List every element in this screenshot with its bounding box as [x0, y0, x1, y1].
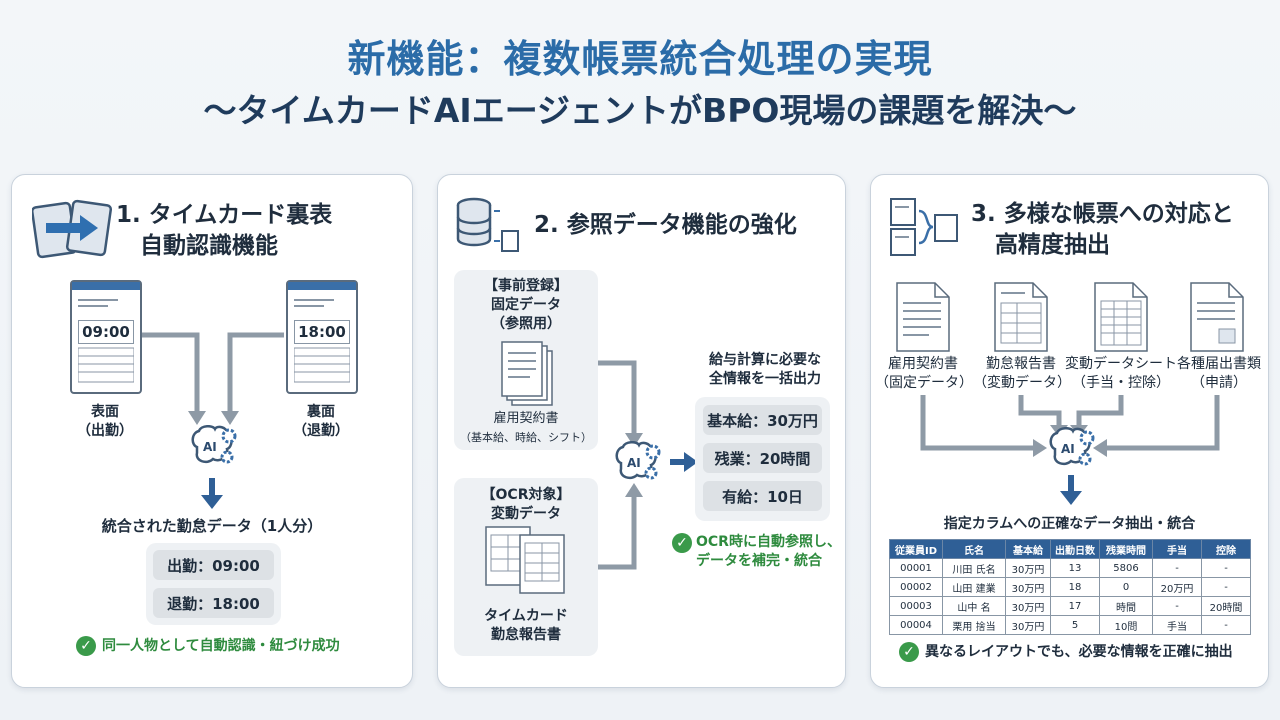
cell: 20万円: [1152, 577, 1202, 597]
document-stack-icon: [501, 341, 553, 406]
page-title: 新機能：複数帳票統合処理の実現: [347, 37, 933, 81]
svg-text:AI: AI: [627, 456, 641, 470]
cell: 00002: [889, 577, 943, 597]
doc-label-attendance: 勤怠報告書（変動データ）: [973, 356, 1071, 391]
panel-reference-data: 2. 参照データ機能の強化 【事前登録】固定データ（参照用） 雇用契約書（基本給…: [437, 174, 846, 688]
cell: 10問: [1099, 615, 1153, 635]
integrated-data-label: 統合された勤怠データ（1人分）: [101, 517, 323, 535]
ai-brain-icon: AI: [615, 441, 661, 480]
card-swap-icon: [32, 199, 113, 259]
table-row: 00002 山田 建業 30万円 18 0 20万円 -: [889, 577, 1251, 597]
col-header: 手当: [1152, 539, 1202, 559]
check-icon: ✓: [76, 636, 96, 656]
cell: 山田 建業: [942, 577, 1006, 597]
output-label: 給与計算に必要な全情報を一括出力: [709, 352, 821, 387]
integrated-data-group: 出勤：09:00 退勤：18:00: [146, 543, 281, 625]
svg-text:AI: AI: [203, 440, 217, 454]
col-header: 出勤日数: [1050, 539, 1100, 559]
table-row: 00004 栗用 捨当 30万円 5 10問 手当 -: [889, 615, 1251, 635]
overtime-value: 残業：20時間: [703, 443, 822, 473]
panel-multi-form: 3. 多様な帳票への対応と 高精度抽出 雇用契約書（固定データ） 勤怠報告書（変…: [870, 174, 1269, 688]
front-time: 09:00: [78, 320, 134, 344]
cell: 30万円: [1005, 615, 1051, 635]
contract-doc-label: 雇用契約書（基本給、時給、シフト）: [460, 411, 592, 444]
cell: 山中 名: [942, 596, 1006, 616]
panel1-success-note: 同一人物として自動認識・紐づけ成功: [102, 638, 340, 654]
panel2-arrows: [598, 360, 698, 570]
cell: 5: [1050, 615, 1100, 635]
back-label: 裏面（退勤）: [293, 404, 349, 439]
col-header: 残業時間: [1099, 539, 1153, 559]
doc-label-variable: 変動データシート（手当・控除）: [1065, 356, 1177, 391]
cell: -: [1152, 558, 1202, 578]
panel3-title-line1: 3. 多様な帳票への対応と: [971, 201, 1234, 227]
ai-brain-icon: AI: [1049, 427, 1095, 466]
panel1-title-line1: 1. タイムカード裏表: [116, 202, 333, 228]
cell: 13: [1050, 558, 1100, 578]
output-group: 基本給：30万円 残業：20時間 有給：10日: [695, 397, 830, 521]
panel3-title-line2: 高精度抽出: [995, 232, 1110, 258]
attendance-report-icon: [994, 282, 1048, 352]
cell: 栗用 捨当: [942, 615, 1006, 635]
cell: 手当: [1152, 615, 1202, 635]
table-header-row: 従業員ID 氏名 基本給 出勤日数 残業時間 手当 控除: [889, 539, 1251, 559]
database-icon: [456, 197, 519, 252]
extract-label: 指定カラムへの正確なデータ抽出・統合: [943, 516, 1196, 532]
cell: 00003: [889, 596, 943, 616]
col-header: 氏名: [942, 539, 1006, 559]
ocr-doc-label: タイムカード勤怠報告書: [484, 608, 568, 643]
cell: 30万円: [1005, 596, 1051, 616]
cell: 20時間: [1201, 596, 1251, 616]
cell: 30万円: [1005, 577, 1051, 597]
check-icon: ✓: [899, 642, 919, 662]
col-header: 基本給: [1005, 539, 1051, 559]
fixed-data-heading: 【事前登録】固定データ（参照用）: [484, 278, 568, 332]
timecard-back: 18:00: [286, 280, 358, 394]
panel2-success-note: OCR時に自動参照し、データを補完・統合: [696, 534, 841, 569]
check-icon: ✓: [672, 533, 692, 553]
cell: -: [1152, 596, 1202, 616]
panel3-success-note: 異なるレイアウトでも、必要な情報を正確に抽出: [925, 644, 1233, 660]
clock-in-value: 出勤：09:00: [153, 550, 274, 580]
cell: 5806: [1099, 558, 1153, 578]
panel1-title-line2: 自動認識機能: [140, 233, 278, 259]
col-header: 控除: [1201, 539, 1251, 559]
clock-out-value: 退勤：18:00: [153, 588, 274, 618]
cell: 川田 氏名: [942, 558, 1006, 578]
panel-card-recognition: 1. タイムカード裏表 自動認識機能 09:00 18:00 表面（出勤） 裏面…: [11, 174, 413, 688]
cell: -: [1201, 615, 1251, 635]
cell: 0: [1099, 577, 1153, 597]
cell: 00004: [889, 615, 943, 635]
front-label: 表面（出勤）: [77, 404, 133, 439]
cell: 18: [1050, 577, 1100, 597]
cell: 30万円: [1005, 558, 1051, 578]
base-salary-value: 基本給：30万円: [703, 405, 822, 435]
documents-merge-icon: [890, 198, 958, 256]
svg-text:AI: AI: [1061, 442, 1075, 456]
doc-label-contract: 雇用契約書（固定データ）: [875, 356, 973, 391]
cell: 17: [1050, 596, 1100, 616]
col-header: 従業員ID: [889, 539, 943, 559]
application-form-icon: [1190, 282, 1244, 352]
table-row: 00003 山中 名 30万円 17 時間 - 20時間: [889, 596, 1251, 616]
paid-leave-value: 有給：10日: [703, 481, 822, 511]
cell: 00001: [889, 558, 943, 578]
variable-sheet-icon: [1094, 282, 1148, 352]
table-row: 00001 川田 氏名 30万円 13 5806 - -: [889, 558, 1251, 578]
cell: 時間: [1099, 596, 1153, 616]
back-time: 18:00: [294, 320, 350, 344]
ai-brain-icon: AI: [191, 425, 237, 464]
panel1-arrows: [142, 332, 284, 509]
page-subtitle: 〜タイムカードAIエージェントがBPO現場の課題を解決〜: [203, 91, 1077, 130]
timecard-front: 09:00: [70, 280, 142, 394]
employee-table: 従業員ID 氏名 基本給 出勤日数 残業時間 手当 控除 00001 川田 氏名…: [889, 539, 1251, 635]
cell: -: [1201, 558, 1251, 578]
contract-doc-icon: [896, 282, 950, 352]
panel2-title: 2. 参照データ機能の強化: [534, 212, 797, 238]
ocr-data-heading: 【OCR対象】変動データ: [481, 487, 571, 522]
cell: -: [1201, 577, 1251, 597]
timesheet-docs-icon: [485, 526, 565, 594]
doc-label-forms: 各種届出書類（申請）: [1177, 356, 1261, 391]
